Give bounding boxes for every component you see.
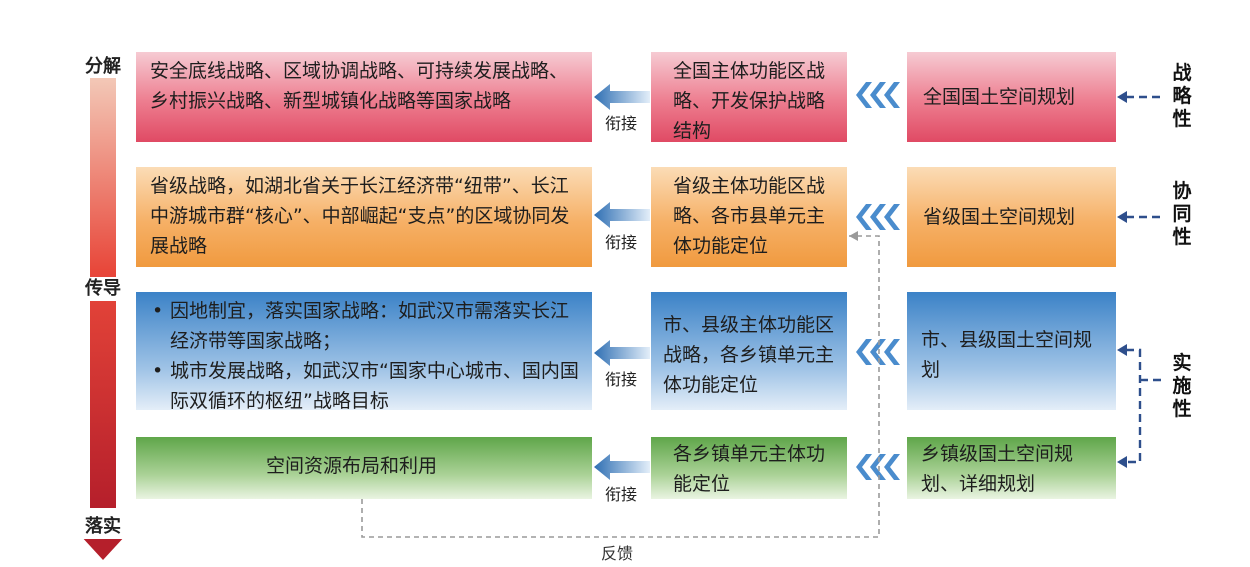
row4-middle-box: 各乡镇单元主体功能定位 (651, 437, 847, 499)
row1-right-text: 全国国土空间规划 (923, 86, 1076, 108)
row3-middle-box: 市、县级主体功能区战略，各乡镇单元主体功能定位 (651, 292, 847, 410)
row3-middle-text: 市、县级主体功能区战略，各乡镇单元主体功能定位 (663, 314, 835, 396)
row1-right-box: 全国国土空间规划 (907, 52, 1116, 142)
row3-right-box: 市、县级国土空间规划 (907, 292, 1116, 410)
feedback-arrowhead (849, 231, 858, 241)
row2-middle-box: 省级主体功能区战略、各市县单元主体功能定位 (651, 167, 847, 267)
row3-bullet-2: 城市发展战略，如武汉市“国家中心城市、国内国际双循环的枢纽”战略目标 (152, 356, 582, 416)
arrow-left-icon (1117, 91, 1127, 103)
triple-chevron-left-icon (856, 454, 900, 480)
triple-chevron-left-icon (856, 82, 900, 108)
side-label-strategic: 战略性 (1172, 62, 1192, 130)
triple-chevron-left-icon (856, 339, 900, 365)
row1-middle-text: 全国主体功能区战略、开发保护战略结构 (673, 60, 826, 142)
row3-bullet-1: 因地制宜，落实国家战略：如武汉市需落实长江经济带等国家战略； (152, 296, 582, 356)
axis-arrowhead (80, 535, 126, 560)
arrow-left-icon (1117, 211, 1127, 223)
triple-chevron-left-icon (856, 204, 900, 230)
row4-right-box: 乡镇级国土空间规划、详细规划 (907, 437, 1116, 499)
row3-bullet-list: 因地制宜，落实国家战略：如武汉市需落实长江经济带等国家战略； 城市发展战略，如武… (140, 294, 582, 416)
row2-right-box: 省级国土空间规划 (907, 167, 1116, 267)
row1-left-box: 安全底线战略、区域协调战略、可持续发展战略、乡村振兴战略、新型城镇化战略等国家战… (136, 52, 592, 142)
row4-right-text: 乡镇级国土空间规划、详细规划 (921, 443, 1074, 495)
row3-link-label: 衔接 (605, 370, 638, 389)
row1-link-label: 衔接 (605, 114, 638, 133)
row1-middle-box: 全国主体功能区战略、开发保护战略结构 (651, 52, 847, 142)
arrow-left-icon (594, 202, 650, 228)
row4-link-label: 衔接 (605, 485, 638, 504)
axis-label-decompose: 分解 (85, 56, 121, 77)
row2-left-text: 省级战略，如湖北省关于长江经济带“纽带”、长江中游城市群“核心”、中部崛起“支点… (150, 175, 570, 257)
axis-label-transmit: 传导 (73, 277, 133, 301)
row3-left-box: 因地制宜，落实国家战略：如武汉市需落实长江经济带等国家战略； 城市发展战略，如武… (136, 292, 592, 412)
arrow-left-icon (1117, 344, 1127, 356)
arrow-left-icon (594, 454, 650, 480)
row4-middle-text: 各乡镇单元主体功能定位 (673, 443, 826, 495)
row2-left-box: 省级战略，如湖北省关于长江经济带“纽带”、长江中游城市群“核心”、中部崛起“支点… (136, 167, 592, 267)
axis-label-implement: 落实 (73, 515, 133, 539)
arrow-left-icon (594, 84, 650, 110)
side-label-implementation: 实施性 (1172, 352, 1192, 420)
row2-middle-text: 省级主体功能区战略、各市县单元主体功能定位 (673, 175, 826, 257)
arrow-left-icon (1117, 456, 1127, 468)
feedback-label: 反馈 (601, 544, 634, 563)
row1-left-text: 安全底线战略、区域协调战略、可持续发展战略、乡村振兴战略、新型城镇化战略等国家战… (150, 60, 569, 112)
row4-left-box: 空间资源布局和利用 (136, 437, 592, 499)
row3-right-text: 市、县级国土空间规划 (921, 329, 1093, 381)
row2-right-text: 省级国土空间规划 (923, 206, 1076, 228)
side-label-coordination: 协同性 (1172, 180, 1192, 248)
row2-link-label: 衔接 (605, 233, 638, 252)
row4-left-text: 空间资源布局和利用 (266, 455, 438, 477)
arrow-left-icon (594, 340, 650, 366)
